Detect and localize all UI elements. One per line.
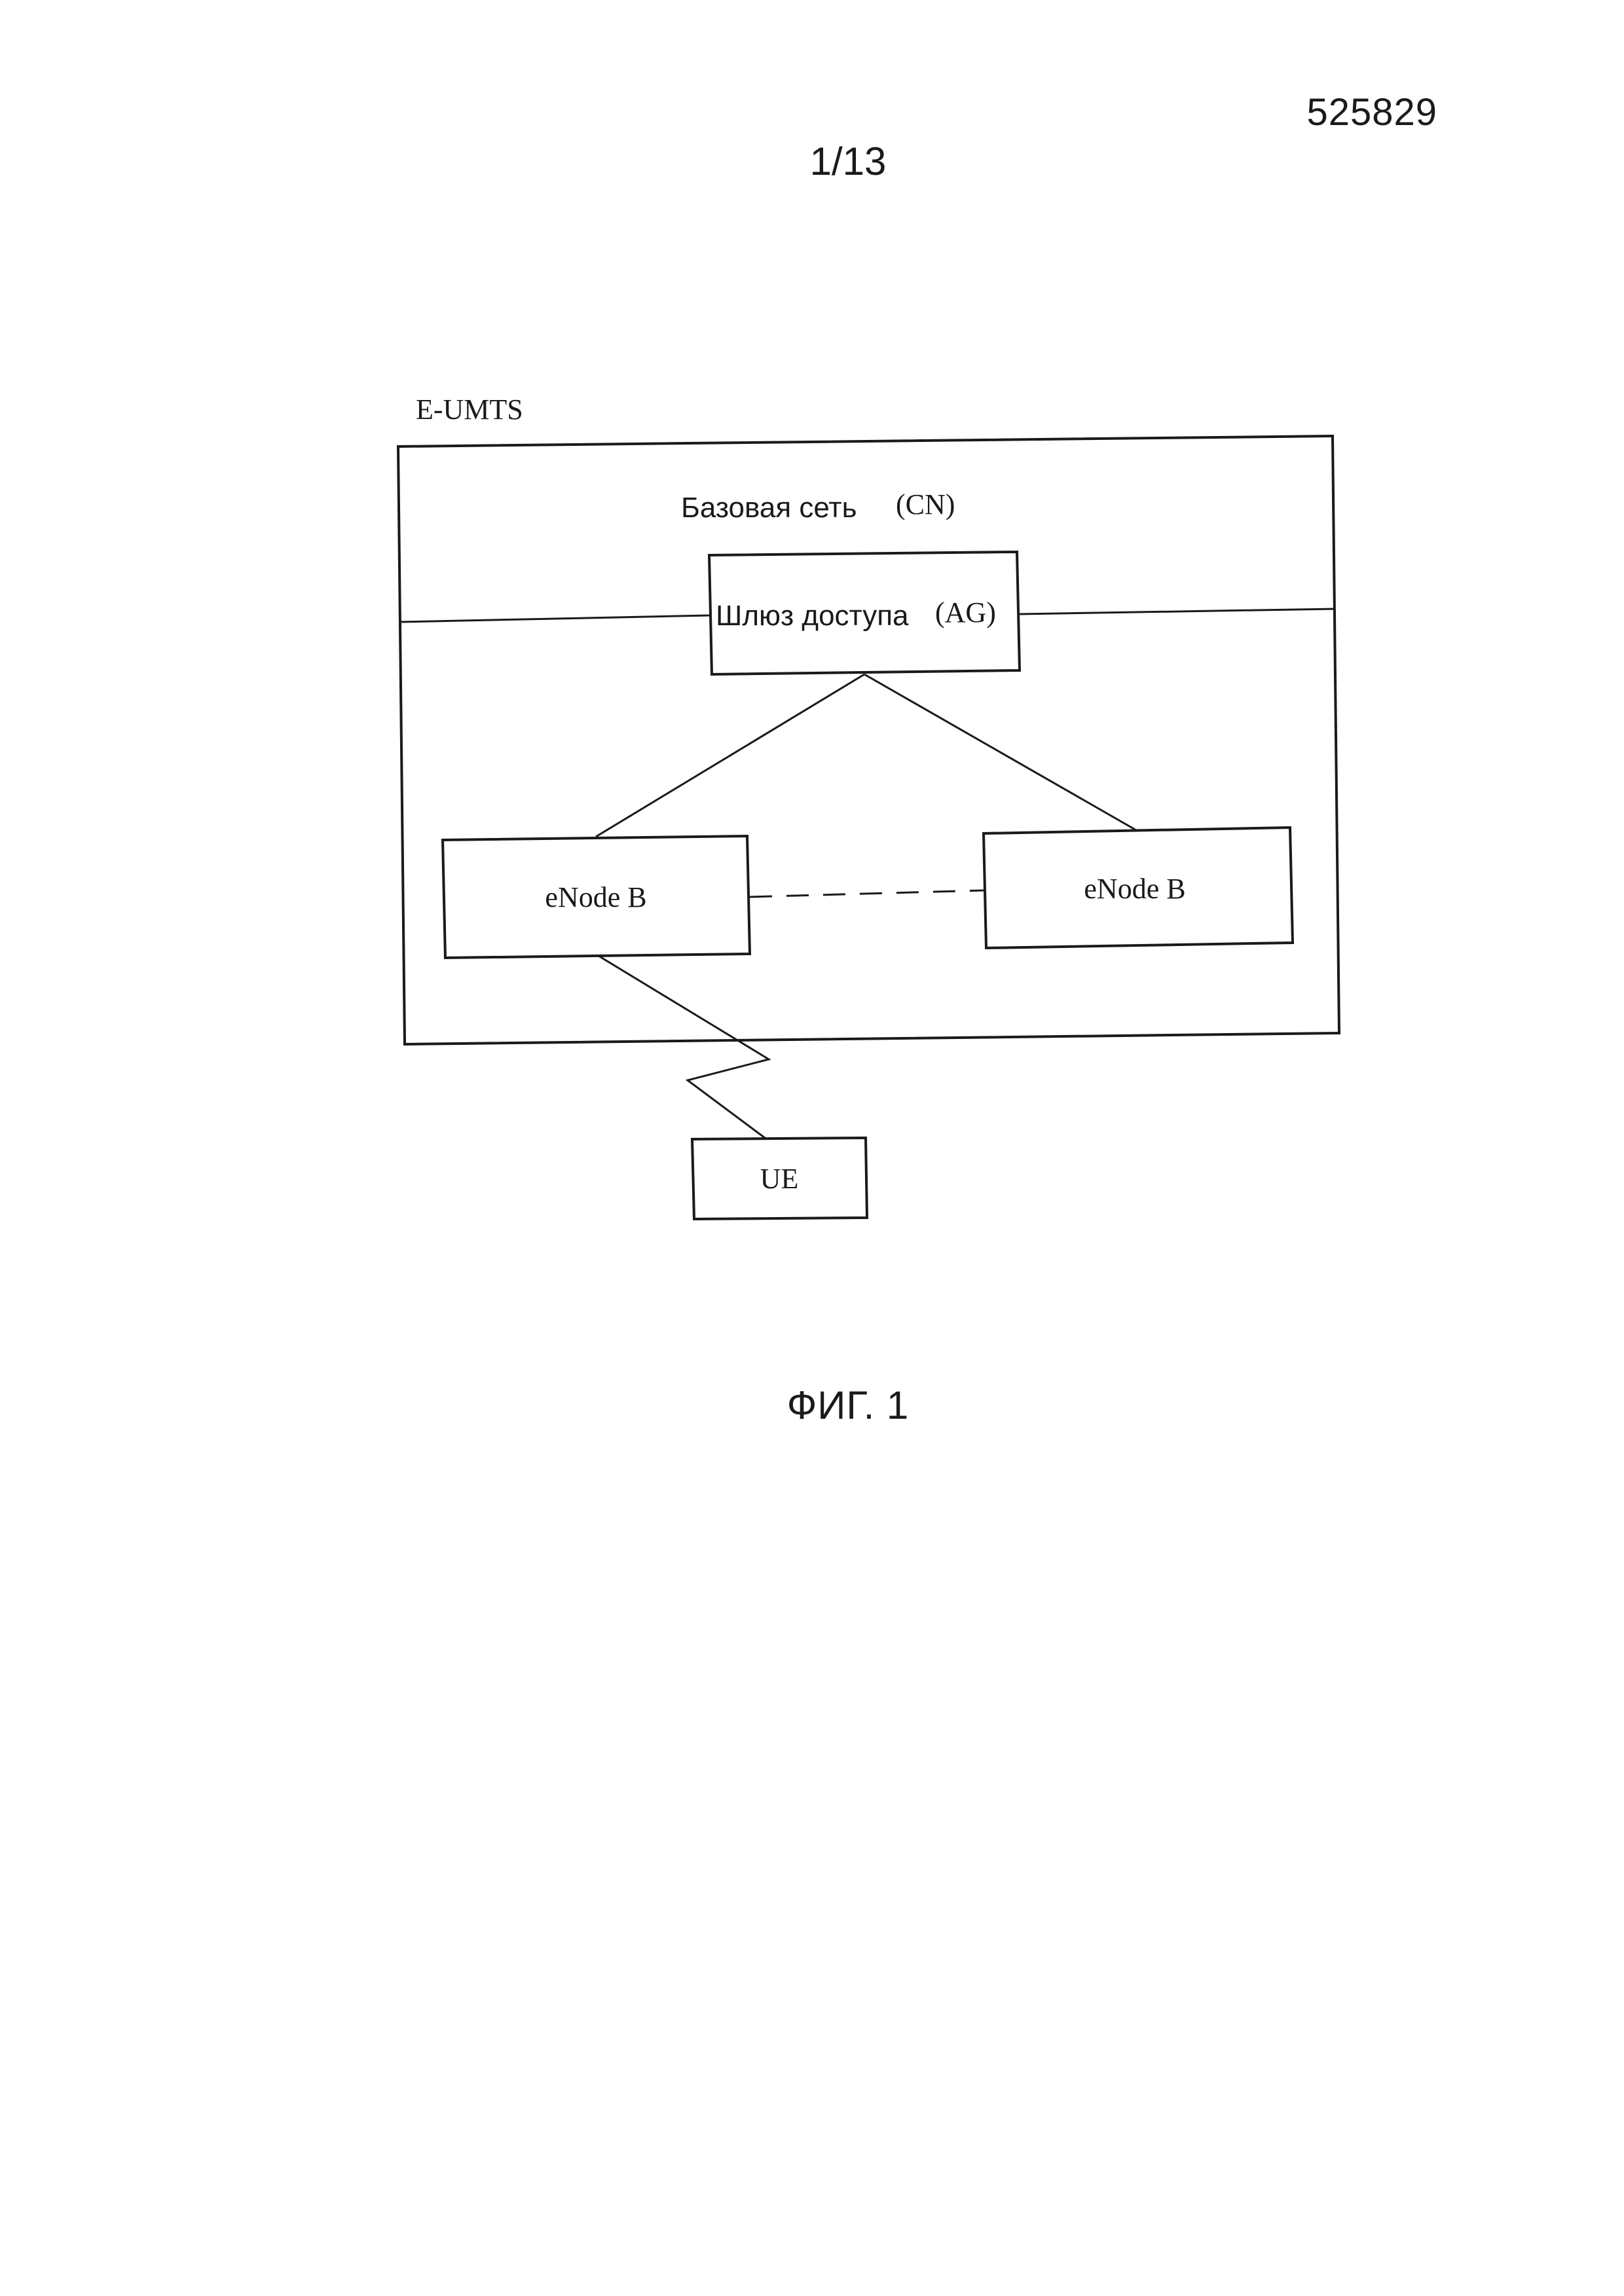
access-gateway-abbr: (AG) <box>935 596 996 629</box>
enode-b-left-label: eNode B <box>545 881 646 913</box>
cn-boundary-left <box>399 615 709 622</box>
ue-label: UE <box>760 1163 799 1195</box>
core-network-label: Базовая сеть <box>681 492 857 524</box>
ag-to-enode-b-right-link <box>864 674 1136 830</box>
enode-b-interconnect-dashed-link <box>750 890 984 897</box>
e-umts-label: E-UMTS <box>416 393 523 426</box>
access-gateway-label: Шлюз доступа <box>716 600 909 632</box>
radio-link <box>599 956 773 1144</box>
enode-b-right-label: eNode B <box>1084 873 1185 905</box>
core-network-abbr: (CN) <box>896 488 955 520</box>
cn-boundary-right <box>1020 609 1334 614</box>
figure-caption: ФИГ. 1 <box>0 1383 1624 1428</box>
ag-to-enode-b-left-link <box>596 674 864 837</box>
